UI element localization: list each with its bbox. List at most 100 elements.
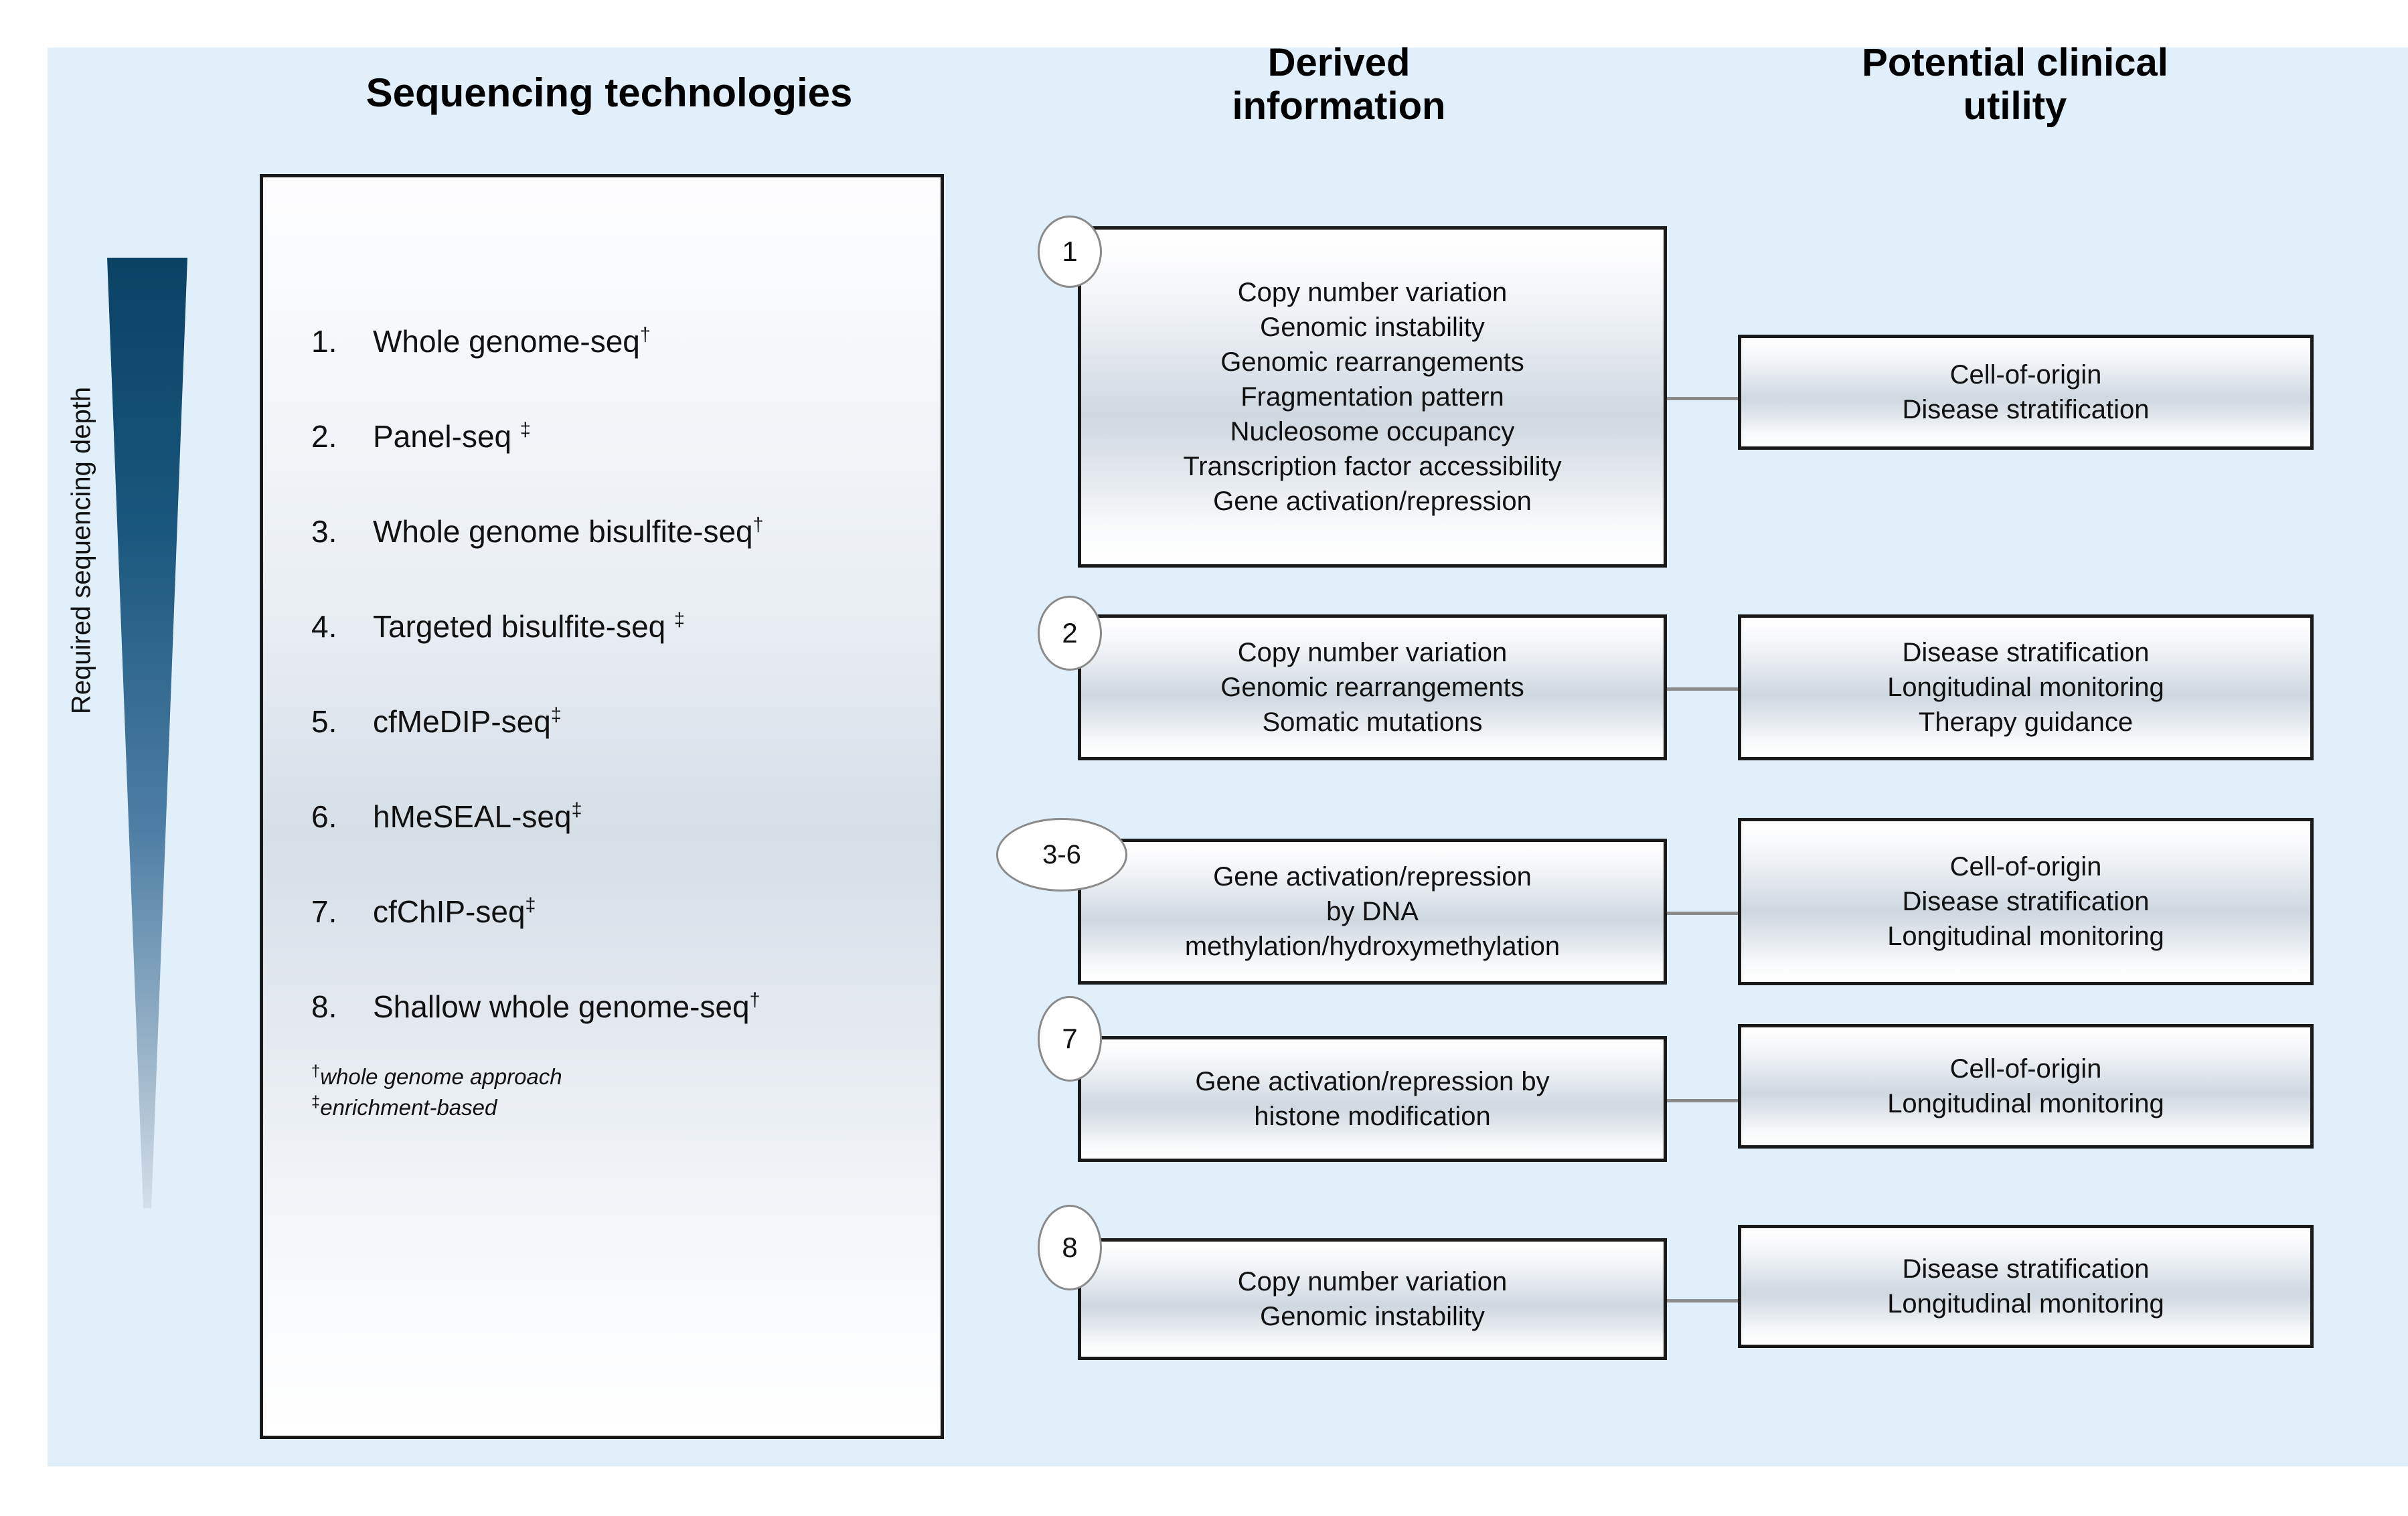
technology-item-label: cfMeDIP-seq‡ bbox=[373, 703, 914, 740]
technology-item-text: Whole genome-seq bbox=[373, 324, 640, 359]
technology-item-label: cfChIP-seq‡ bbox=[373, 894, 914, 930]
technology-item: 7. cfChIP-seq‡ bbox=[311, 894, 914, 989]
sequencing-technologies-card: 1.Whole genome-seq†2. Panel-seq ‡ 3. Whole … bbox=[260, 174, 944, 1439]
derived-information-line: Gene activation/repression bbox=[1213, 862, 1532, 892]
technology-item-marker: † bbox=[749, 989, 760, 1011]
clinical-utility-line: Longitudinal monitoring bbox=[1887, 922, 2164, 951]
connector-line bbox=[1667, 1299, 1738, 1302]
heading-derived-line-2: information bbox=[1232, 84, 1446, 128]
technology-item: 5. cfMeDIP-seq‡ bbox=[311, 703, 914, 798]
technology-item-text: cfChIP-seq bbox=[373, 894, 526, 929]
clinical-utility-line: Longitudinal monitoring bbox=[1887, 1289, 2164, 1319]
footnote-legend: †whole genome approach‡enrichment-based bbox=[311, 1061, 562, 1122]
heading-derived-information: Derived information bbox=[1151, 41, 1526, 129]
derived-information-line: Copy number variation bbox=[1237, 638, 1508, 667]
derived-information-line: methylation/hydroxymethylation bbox=[1184, 932, 1560, 961]
technology-item-marker: ‡ bbox=[525, 894, 536, 916]
technology-item-label: Whole genome bisulfite-seq† bbox=[373, 513, 914, 550]
technology-item: 3. Whole genome bisulfite-seq† bbox=[311, 513, 914, 608]
clinical-utility-line: Cell-of-origin bbox=[1949, 852, 2102, 881]
technology-item-text: hMeSEAL-seq bbox=[373, 799, 572, 834]
derived-information-line: Copy number variation bbox=[1237, 1267, 1508, 1296]
clinical-utility-line: Cell-of-origin bbox=[1949, 360, 2102, 390]
technology-item: 8.Shallow whole genome-seq† bbox=[311, 989, 914, 1084]
technology-item: 4. Targeted bisulfite-seq ‡ bbox=[311, 608, 914, 703]
heading-sequencing-technologies: Sequencing technologies bbox=[366, 70, 853, 115]
clinical-utility-line: Disease stratification bbox=[1902, 638, 2150, 667]
technology-item: 6. hMeSEAL-seq‡ bbox=[311, 798, 914, 894]
technology-item-label: Targeted bisulfite-seq ‡ bbox=[373, 608, 914, 645]
derived-information-line: Somatic mutations bbox=[1262, 707, 1483, 737]
derived-information-line: Genomic instability bbox=[1260, 313, 1485, 342]
derived-information-box: Gene activation/repression by DNA methylat… bbox=[1078, 839, 1667, 985]
technology-item-text: Whole genome bisulfite-seq bbox=[373, 514, 753, 549]
technology-item: 2. Panel-seq ‡ bbox=[311, 418, 914, 513]
connector-line bbox=[1667, 912, 1738, 915]
derived-information-line: Transcription factor accessibility bbox=[1183, 452, 1562, 481]
technology-item: 1.Whole genome-seq† bbox=[311, 323, 914, 418]
clinical-utility-line: Longitudinal monitoring bbox=[1887, 673, 2164, 702]
footnote-marker: † bbox=[311, 1062, 321, 1080]
technology-item-marker: † bbox=[639, 324, 651, 346]
technology-item-number: 6. bbox=[311, 799, 337, 834]
derived-information-line: Gene activation/repression by bbox=[1195, 1067, 1550, 1096]
step-number-badge: 1 bbox=[1038, 216, 1102, 288]
technology-item-number: 2. bbox=[311, 419, 337, 454]
technology-item-number: 3. bbox=[311, 514, 337, 549]
footnote-marker: ‡ bbox=[311, 1092, 321, 1111]
derived-information-line: by DNA bbox=[1326, 897, 1419, 926]
footnote-line: †whole genome approach bbox=[311, 1061, 562, 1092]
technology-list: 1.Whole genome-seq†2. Panel-seq ‡ 3. Whole … bbox=[311, 323, 914, 1084]
technology-item-label: Shallow whole genome-seq† bbox=[373, 989, 914, 1025]
technology-item-number: 4. bbox=[311, 609, 337, 644]
technology-item-text: cfMeDIP-seq bbox=[373, 704, 551, 739]
derived-information-line: Genomic rearrangements bbox=[1220, 673, 1524, 702]
technology-item-text: Shallow whole genome-seq bbox=[373, 989, 750, 1024]
connector-line bbox=[1667, 397, 1738, 400]
heading-utility-line-1: Potential clinical bbox=[1862, 41, 2168, 84]
technology-item-marker: ‡ bbox=[674, 609, 685, 631]
heading-derived-line-1: Derived bbox=[1267, 41, 1411, 84]
technology-item-number: 5. bbox=[311, 704, 337, 739]
connector-line bbox=[1667, 687, 1738, 691]
heading-potential-clinical-utility: Potential clinical utility bbox=[1714, 41, 2316, 129]
technology-item-number: 7. bbox=[311, 894, 337, 929]
technology-item-label: Whole genome-seq† bbox=[373, 323, 914, 359]
footnote-line: ‡enrichment-based bbox=[311, 1092, 562, 1122]
technology-item-marker: ‡ bbox=[571, 799, 582, 821]
clinical-utility-line: Cell-of-origin bbox=[1949, 1054, 2102, 1084]
clinical-utility-line: Disease stratification bbox=[1902, 395, 2150, 424]
derived-information-line: Fragmentation pattern bbox=[1240, 382, 1504, 412]
derived-information-line: Copy number variation bbox=[1237, 278, 1508, 307]
derived-information-line: Genomic instability bbox=[1260, 1302, 1485, 1331]
connector-line bbox=[1667, 1099, 1738, 1102]
derived-information-line: Gene activation/repression bbox=[1213, 487, 1532, 516]
step-number-badge: 7 bbox=[1038, 996, 1102, 1082]
clinical-utility-line: Disease stratification bbox=[1902, 887, 2150, 916]
footnote-text: enrichment-based bbox=[320, 1094, 497, 1120]
technology-item-marker: † bbox=[752, 514, 764, 536]
clinical-utility-line: Longitudinal monitoring bbox=[1887, 1089, 2164, 1118]
technology-item-label: Panel-seq ‡ bbox=[373, 418, 914, 454]
technology-item-marker: ‡ bbox=[550, 704, 562, 726]
technology-item-marker: ‡ bbox=[519, 419, 531, 441]
technology-item-text: Panel-seq bbox=[373, 419, 520, 454]
derived-information-line: Nucleosome occupancy bbox=[1230, 417, 1515, 446]
axis-label-required-sequencing-depth: Required sequencing depth bbox=[66, 386, 96, 715]
clinical-utility-line: Therapy guidance bbox=[1918, 707, 2134, 737]
heading-utility-line-2: utility bbox=[1963, 84, 2067, 128]
clinical-utility-line: Disease stratification bbox=[1902, 1254, 2150, 1284]
step-number-badge: 8 bbox=[1038, 1205, 1102, 1290]
footnote-text: whole genome approach bbox=[320, 1064, 562, 1089]
technology-item-label: hMeSEAL-seq‡ bbox=[373, 798, 914, 835]
